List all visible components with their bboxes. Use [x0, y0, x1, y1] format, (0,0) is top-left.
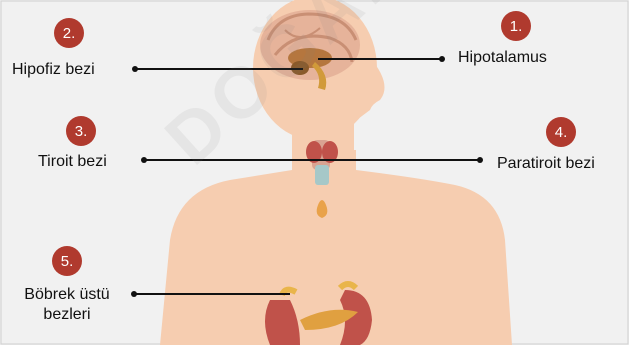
badge-4: 4. [546, 117, 576, 147]
label-tiroit: Tiroit bezi [38, 152, 107, 172]
label-hipofiz: Hipofiz bezi [12, 60, 95, 80]
badge-3: 3. [66, 116, 96, 146]
badge-2: 2. [54, 18, 84, 48]
label-paratiroit: Paratiroit bezi [497, 154, 595, 174]
badge-1: 1. [501, 11, 531, 41]
badge-5: 5. [52, 246, 82, 276]
label-hipotalamus: Hipotalamus [458, 48, 547, 68]
label-bobrek-ustu: Böbrek üstü bezleri [8, 285, 126, 325]
